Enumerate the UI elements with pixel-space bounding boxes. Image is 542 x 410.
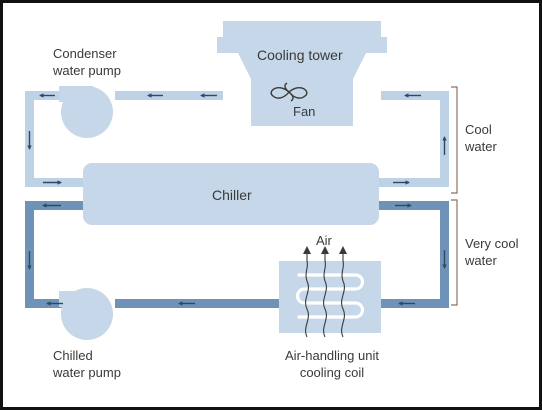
very-cool-water-label: Very cool water [465,236,519,268]
pipe-chilled-top-right [379,201,449,210]
very-cool-water-bracket [451,199,458,306]
pipe-chiller-out [379,178,449,187]
flow-arrows [27,93,447,306]
ahu-box [279,261,381,333]
condenser-pump-label: Condenser water pump [53,46,121,78]
chiller [83,163,379,225]
ahu-label: Air-handling unit cooling coil [285,348,379,380]
air-handling-unit [279,246,381,338]
air-label: Air [316,233,332,248]
chilled-water-pump [59,288,113,340]
chiller-label: Chiller [212,187,252,203]
cool-water-bracket [451,86,458,194]
chiller-loop-diagram [25,21,458,340]
airflow-arrow-icons [303,246,347,254]
cooling-coil-icon [295,273,365,319]
pipe-chilled-bottom-left [25,299,63,308]
chilled-pump-label: Chilled water pump [53,348,121,380]
cool-water-label: Cool water [465,122,497,154]
pipe-top-middle [115,91,223,100]
cooling-tower [217,21,387,126]
cooling-tower-label: Cooling tower [257,47,343,63]
fan-icon [270,82,308,102]
pipe-chilled-bottom-mid [115,299,279,308]
airflow-lines [305,251,345,338]
fan-label: Fan [293,104,316,119]
condenser-water-pump [59,86,113,138]
